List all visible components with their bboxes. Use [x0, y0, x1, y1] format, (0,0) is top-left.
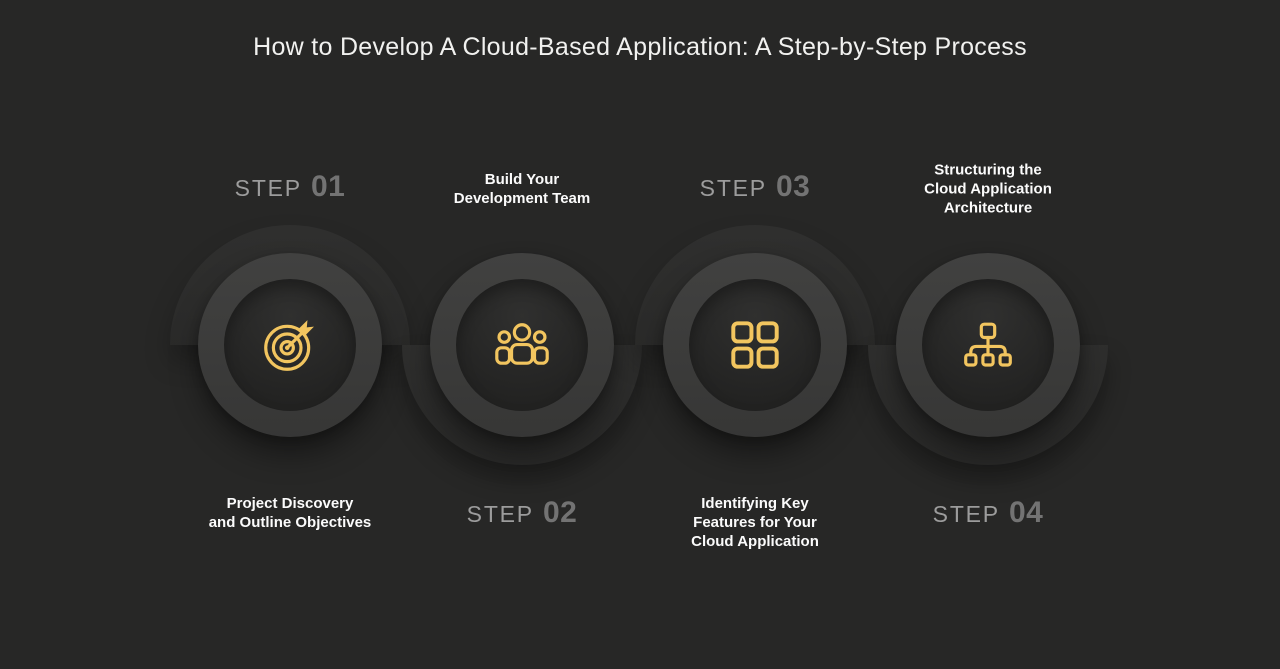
step-word: STEP: [234, 175, 302, 201]
step-2-label: STEP 02: [362, 496, 682, 530]
step-word: STEP: [932, 501, 1000, 527]
step-word: STEP: [699, 175, 767, 201]
step-4-label: STEP 04: [828, 496, 1148, 530]
step-number: 04: [1008, 496, 1044, 529]
step-3: STEP 03 Identifying Key Features for Your…: [595, 0, 915, 669]
step-4: Structuring the Cloud Application Archit…: [828, 0, 1148, 669]
step-3-description: Identifying Key Features for Your Cloud …: [691, 495, 819, 550]
step-number: 02: [542, 496, 578, 529]
step-2-circle-inner: [456, 279, 588, 411]
step-3-circle-inner: [689, 279, 821, 411]
step-1: STEP 01 Project Discovery and Outline Obj…: [130, 0, 450, 669]
step-1-circle-badge: [198, 253, 382, 437]
step-1-circle-inner: [224, 279, 356, 411]
step-word: STEP: [466, 501, 534, 527]
step-number: 03: [775, 170, 811, 203]
step-4-circle-inner: [922, 279, 1054, 411]
step-2: Build Your Development Team STEP 02: [362, 0, 682, 669]
step-4-description: Structuring the Cloud Application Archit…: [924, 161, 1052, 217]
step-2-circle-badge: [430, 253, 614, 437]
step-2-description: Build Your Development Team: [453, 171, 591, 207]
sitemap-icon: [964, 322, 1012, 367]
grid-icon: [731, 321, 779, 369]
target-icon: [264, 320, 314, 371]
step-4-circle-badge: [896, 253, 1080, 437]
step-3-label: STEP 03: [595, 170, 915, 204]
step-number: 01: [310, 170, 346, 203]
step-1-description: Project Discovery and Outline Objectives: [208, 495, 372, 531]
team-icon: [495, 323, 549, 365]
step-3-circle-badge: [663, 253, 847, 437]
step-1-label: STEP 01: [130, 170, 450, 204]
page-title: How to Develop A Cloud-Based Application…: [253, 33, 1027, 61]
